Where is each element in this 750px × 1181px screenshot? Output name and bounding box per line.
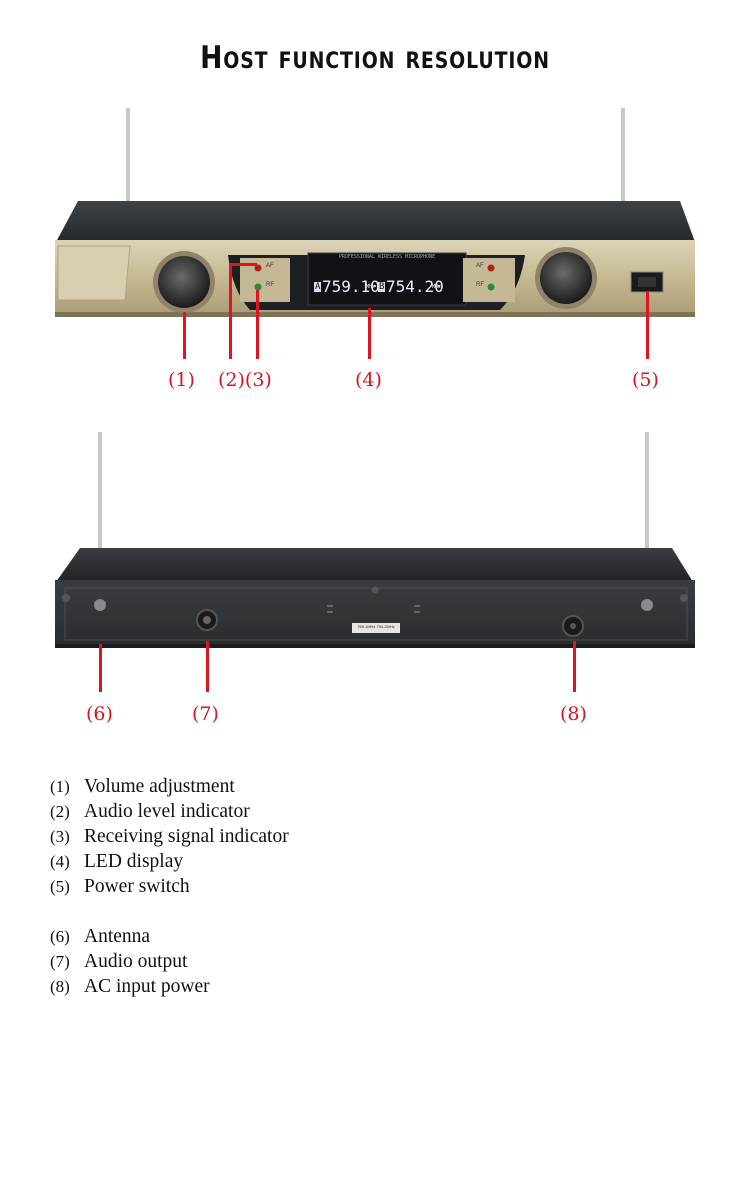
legend-item: (5) Power switch [50, 876, 190, 898]
callout-label-1: (1) [168, 369, 195, 391]
legend-item: (1) Volume adjustment [50, 776, 235, 798]
channel-b-frequency: 754.20 [386, 277, 444, 296]
receiver-front-illustration [55, 108, 695, 317]
callout-label-2-3: (2)(3) [218, 369, 272, 391]
frequency-sticker: 759.1MHz 754.2MHz [357, 624, 395, 629]
legend-text: Volume adjustment [84, 776, 235, 797]
callout-label-6: (6) [86, 703, 113, 725]
callout-label-5: (5) [632, 369, 659, 391]
display-header: PROFESSIONAL WIRELESS MICROPHONE [338, 254, 436, 260]
channel-b-letter: B [378, 282, 386, 292]
af-label-right: AF [476, 263, 484, 269]
legend-text: Audio output [84, 951, 188, 972]
legend-number: (7) [50, 952, 70, 971]
callout-label-7: (7) [192, 703, 219, 725]
legend-number: (6) [50, 927, 70, 946]
legend-text: AC input power [84, 976, 210, 997]
callout-line-4 [368, 308, 371, 359]
channel-a-letter: A [314, 282, 322, 292]
channel-a-frequency: 759.10 [322, 277, 380, 296]
rf-label-left: RF [266, 282, 274, 288]
channel-b-unit: MHz [432, 284, 442, 290]
legend-text: LED display [84, 851, 184, 872]
legend-number: (3) [50, 827, 70, 846]
page-title: Host function resolution [200, 40, 550, 76]
legend-number: (4) [50, 852, 70, 871]
legend-text: Power switch [84, 876, 190, 897]
front-view: PROFESSIONAL WIRELESS MICROPHONE A 759.1… [0, 100, 750, 400]
legend-item: (6) Antenna [50, 926, 150, 948]
receiver-rear-illustration [55, 432, 695, 648]
legend-item: (3) Receiving signal indicator [50, 826, 289, 848]
legend-item: (8) AC input power [50, 976, 210, 998]
callout-line-8 [573, 641, 576, 692]
legend-item: (7) Audio output [50, 951, 187, 973]
rear-view: 759.1MHz 754.2MHz [0, 430, 750, 660]
callout-label-8: (8) [560, 703, 587, 725]
legend-item: (4) LED display [50, 851, 183, 873]
legend-number: (1) [50, 777, 70, 796]
callout-line-2-hook [229, 263, 257, 266]
legend-number: (2) [50, 802, 70, 821]
callout-line-7 [206, 641, 209, 692]
legend-number: (5) [50, 877, 70, 896]
af-label-left: AF [266, 263, 274, 269]
legend-item: (2) Audio level indicator [50, 801, 250, 823]
legend-text: Antenna [84, 926, 151, 947]
legend-number: (8) [50, 977, 70, 996]
legend-text: Audio level indicator [84, 801, 250, 822]
callout-line-2 [229, 263, 232, 359]
callout-line-6 [99, 644, 102, 692]
callout-line-1 [183, 312, 186, 359]
legend-text: Receiving signal indicator [84, 826, 289, 847]
rf-label-right: RF [476, 282, 484, 288]
callout-line-5 [646, 292, 649, 359]
channel-a-unit: MHz [366, 284, 376, 290]
callout-line-3 [256, 290, 259, 359]
callout-label-4: (4) [355, 369, 382, 391]
